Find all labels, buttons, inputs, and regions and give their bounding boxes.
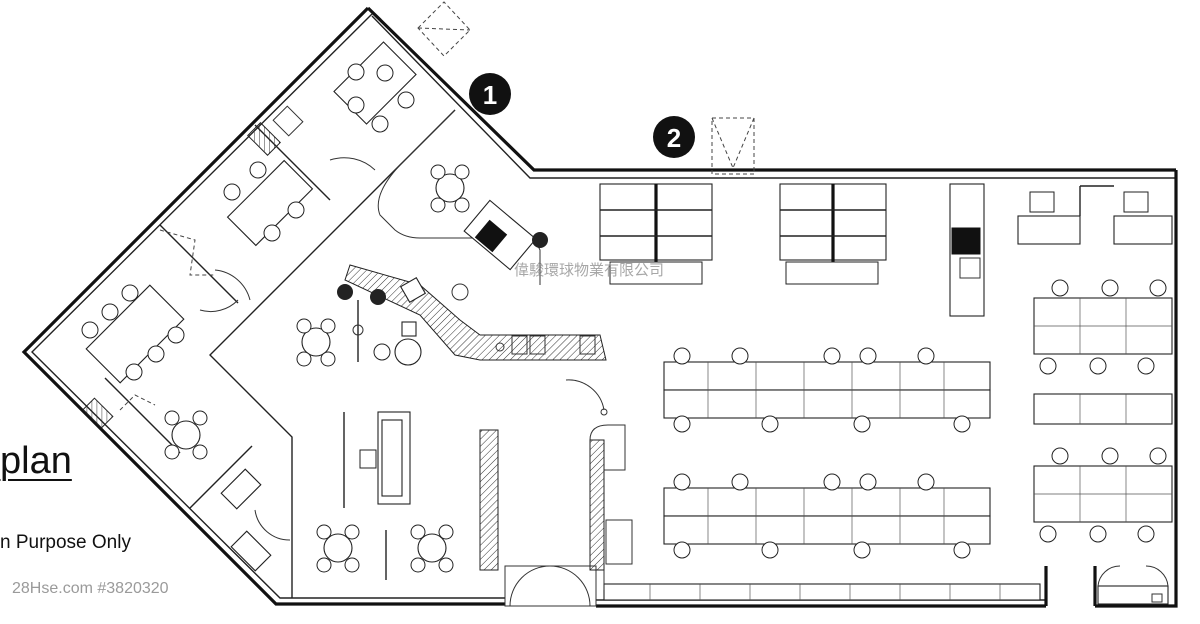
site-watermark: 28Hse.com #3820320 [12,580,169,597]
meeting-tables [81,41,417,572]
plan-title-fragment: plan [0,440,72,482]
purpose-note: n Purpose Only [0,532,131,553]
exterior-walls [21,6,1178,608]
storage-cabinets [565,379,1169,605]
company-watermark: 偉駿環球物業有限公司 [514,261,664,279]
diagonal-rooms [82,109,499,598]
marker-1-label: 1 [483,80,497,110]
reception-area [337,109,607,361]
marker-2: 2 [653,116,695,158]
round-tables [164,164,470,580]
workstation-clusters-top [599,183,1173,317]
external-dashed-elements [417,1,755,175]
marker-2-label: 2 [667,123,681,153]
workstation-rows [663,279,1173,559]
marker-1: 1 [469,73,511,115]
